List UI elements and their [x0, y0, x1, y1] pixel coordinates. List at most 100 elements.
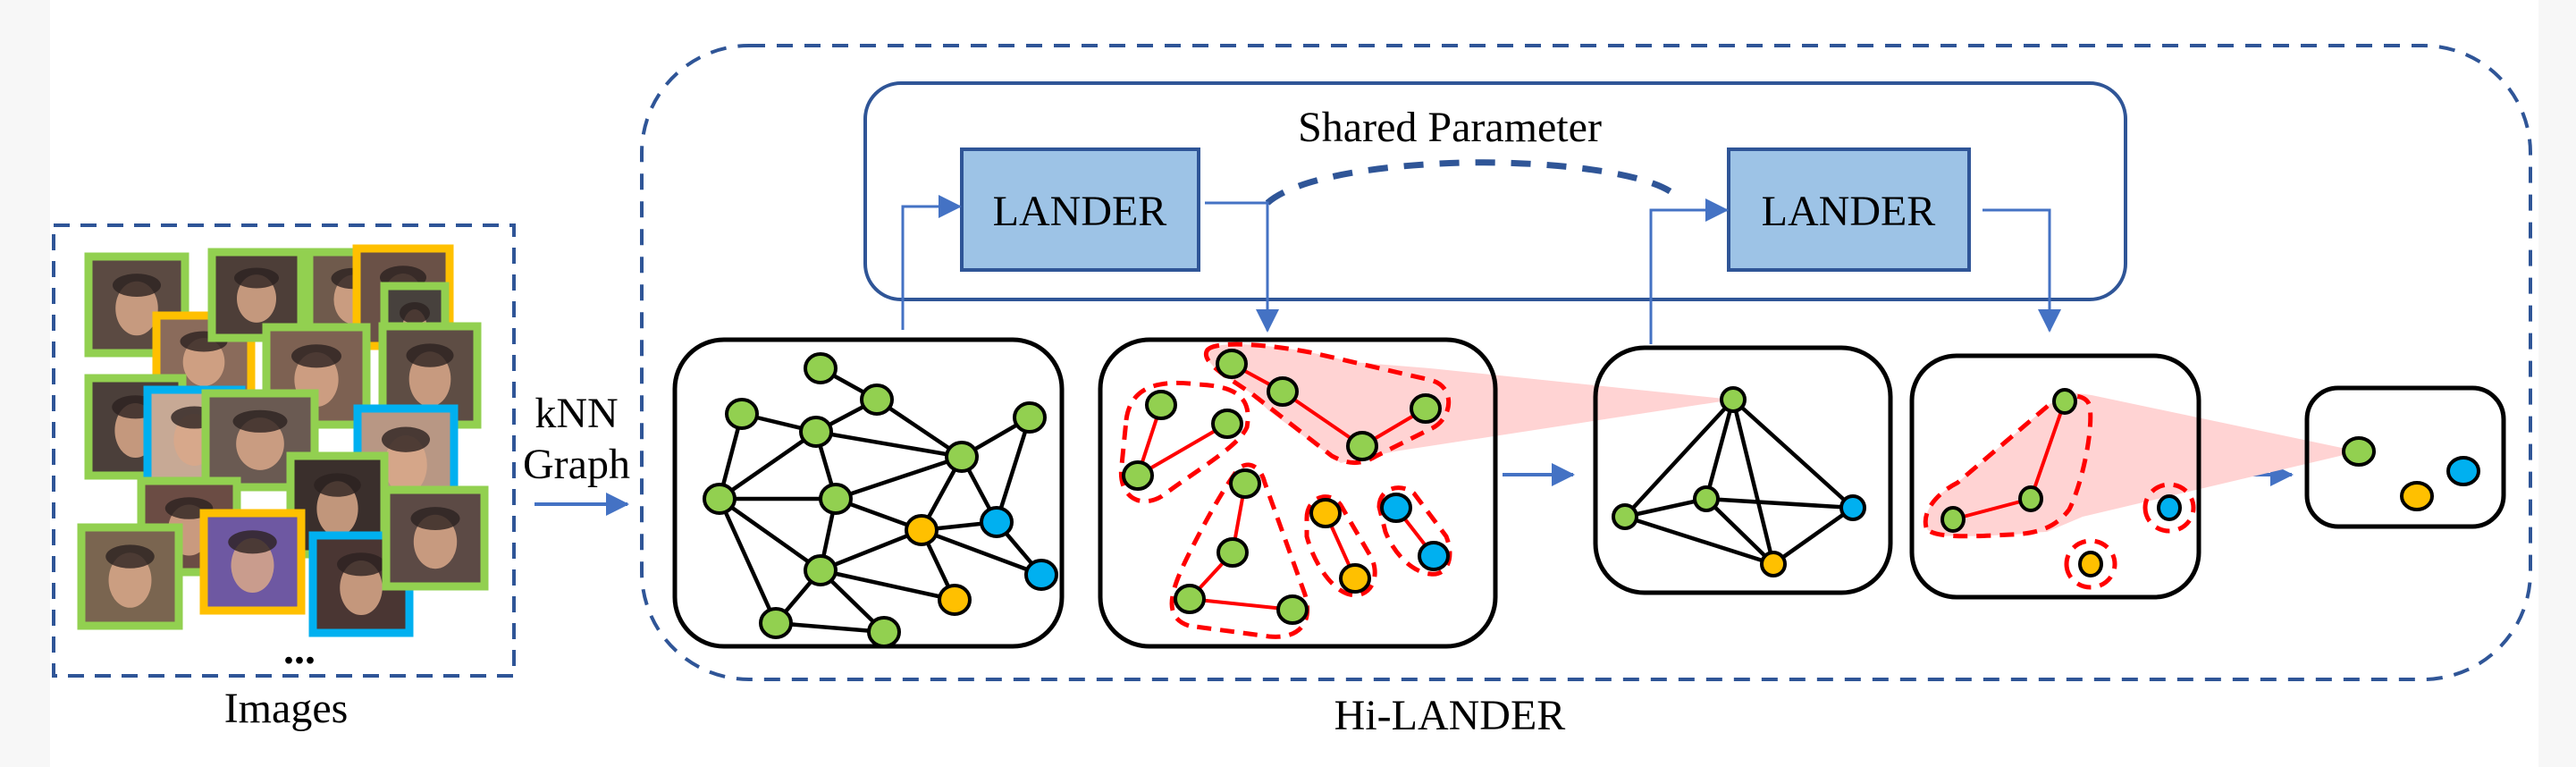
- graph-node-yellow: [1339, 563, 1371, 594]
- graph-node-green: [819, 483, 853, 515]
- more-images-ellipsis: ...: [283, 626, 316, 673]
- graph-frame: [2304, 385, 2506, 529]
- graph-edge: [875, 398, 964, 459]
- graph-node-blue: [1839, 494, 1866, 521]
- graph-panels: [672, 337, 2506, 649]
- graph-node-green: [2018, 485, 2043, 512]
- graph-edge: [1952, 497, 2032, 521]
- graph-node-green: [1940, 506, 1966, 533]
- lander-box-2: [1727, 148, 1971, 272]
- face-tile: [382, 485, 489, 591]
- lander1-to-graph2-arrow: [1205, 201, 1279, 333]
- graph-panel-level-2-clusters: [1909, 353, 2201, 600]
- graph-node-green: [804, 554, 838, 586]
- cluster-outline: [1304, 494, 1377, 598]
- graph-node-green: [799, 416, 833, 448]
- graph-node-green: [1693, 485, 1720, 512]
- graph-node-blue: [1024, 559, 1058, 591]
- face-photo: [77, 523, 183, 630]
- graph-frame: [1098, 337, 1498, 649]
- hair-icon: [234, 267, 279, 289]
- lander-box-1: [960, 148, 1200, 272]
- hair-icon: [314, 473, 361, 497]
- cluster-outline: [1203, 341, 1452, 465]
- graph-node-green: [1013, 401, 1047, 434]
- cluster-outline: [2142, 482, 2196, 534]
- images-frame: [52, 223, 516, 678]
- face-tile: [199, 509, 306, 615]
- graph-node-blue: [980, 506, 1014, 538]
- graph-node-green: [1211, 409, 1243, 439]
- graph-node-yellow: [1760, 551, 1787, 577]
- lander-module-2: LANDER: [1727, 148, 1971, 272]
- images-label: Images: [224, 685, 349, 732]
- graph-edge: [1136, 422, 1229, 477]
- graph-panel-final-clusters: [2304, 385, 2506, 529]
- graph-frame: [1593, 345, 1893, 595]
- graph-edge: [1623, 398, 1735, 518]
- graph-node-yellow: [1309, 498, 1342, 528]
- hair-icon: [410, 507, 460, 531]
- graph-edge: [2029, 400, 2067, 500]
- hair-icon: [382, 426, 430, 452]
- graph-node-green: [1229, 468, 1261, 499]
- graph-edge: [1704, 399, 1736, 500]
- graph-edge: [820, 527, 922, 573]
- graph-node-green: [725, 398, 759, 430]
- graph-edge: [718, 497, 822, 572]
- hi-lander-frame: [640, 44, 2532, 681]
- graph3-to-lander2-arrow: [1649, 198, 1729, 344]
- cluster-outline: [1376, 485, 1452, 577]
- hair-icon: [291, 344, 341, 368]
- shared-parameter-box: [863, 81, 2127, 301]
- graph-node-green: [1174, 584, 1206, 614]
- cluster-outline: [1169, 462, 1310, 639]
- knn-label-line2: Graph: [523, 441, 630, 488]
- graph-node-green: [1410, 393, 1442, 424]
- hair-icon: [232, 409, 288, 433]
- graph-edge: [1624, 514, 1774, 567]
- hair-icon: [228, 530, 277, 554]
- right-margin: [2538, 0, 2576, 767]
- graph-node-blue: [1380, 493, 1412, 523]
- graph-edge: [1624, 496, 1707, 519]
- graph-edge: [1705, 496, 1854, 510]
- cluster-outline: [2064, 538, 2117, 590]
- lander-label-2: LANDER: [1762, 188, 1936, 235]
- graph-edge: [921, 527, 1042, 577]
- graph-panel-level-1-clusters: [1098, 337, 1498, 649]
- knn-label-line1: kNN: [535, 390, 618, 437]
- graph-node-green: [759, 607, 793, 639]
- cluster-outline: [1118, 380, 1250, 504]
- merged-cluster-fill: [1925, 395, 2091, 536]
- graph-node-green: [860, 384, 894, 416]
- graph-edge: [815, 429, 963, 459]
- graph-node-green: [1216, 349, 1248, 379]
- graph-node-green: [2342, 436, 2376, 467]
- graph-edge: [820, 568, 955, 603]
- graph-node-green: [1346, 431, 1378, 461]
- graph-edge: [1281, 390, 1364, 448]
- graph-node-green: [945, 441, 979, 473]
- graph-node-blue: [2157, 494, 2182, 521]
- knn-graph-step: kNN Graph: [523, 390, 630, 516]
- face-tile: [77, 523, 183, 630]
- graph-panel-level-1-super-graph: [1593, 345, 1893, 595]
- graph-edge: [835, 454, 963, 502]
- graph-edge: [1731, 398, 1855, 510]
- hair-icon: [400, 302, 430, 324]
- hair-icon: [337, 552, 385, 577]
- graph-edge: [1189, 597, 1293, 611]
- graph-edge: [775, 620, 885, 635]
- graph-node-green: [1612, 503, 1638, 530]
- graph-node-yellow: [2400, 481, 2434, 511]
- shared-parameter-link: [1265, 159, 1673, 206]
- graph-node-green: [804, 352, 838, 384]
- shared-parameter-label: Shared Parameter: [1298, 104, 1602, 151]
- graph-node-yellow: [938, 584, 972, 616]
- lander-label-1: LANDER: [993, 188, 1167, 235]
- hair-icon: [105, 544, 155, 569]
- lander2-to-graph4-arrow: [1983, 208, 2061, 333]
- lander-module-1: LANDER: [960, 148, 1200, 272]
- graph1-to-lander1-arrow: [901, 195, 962, 330]
